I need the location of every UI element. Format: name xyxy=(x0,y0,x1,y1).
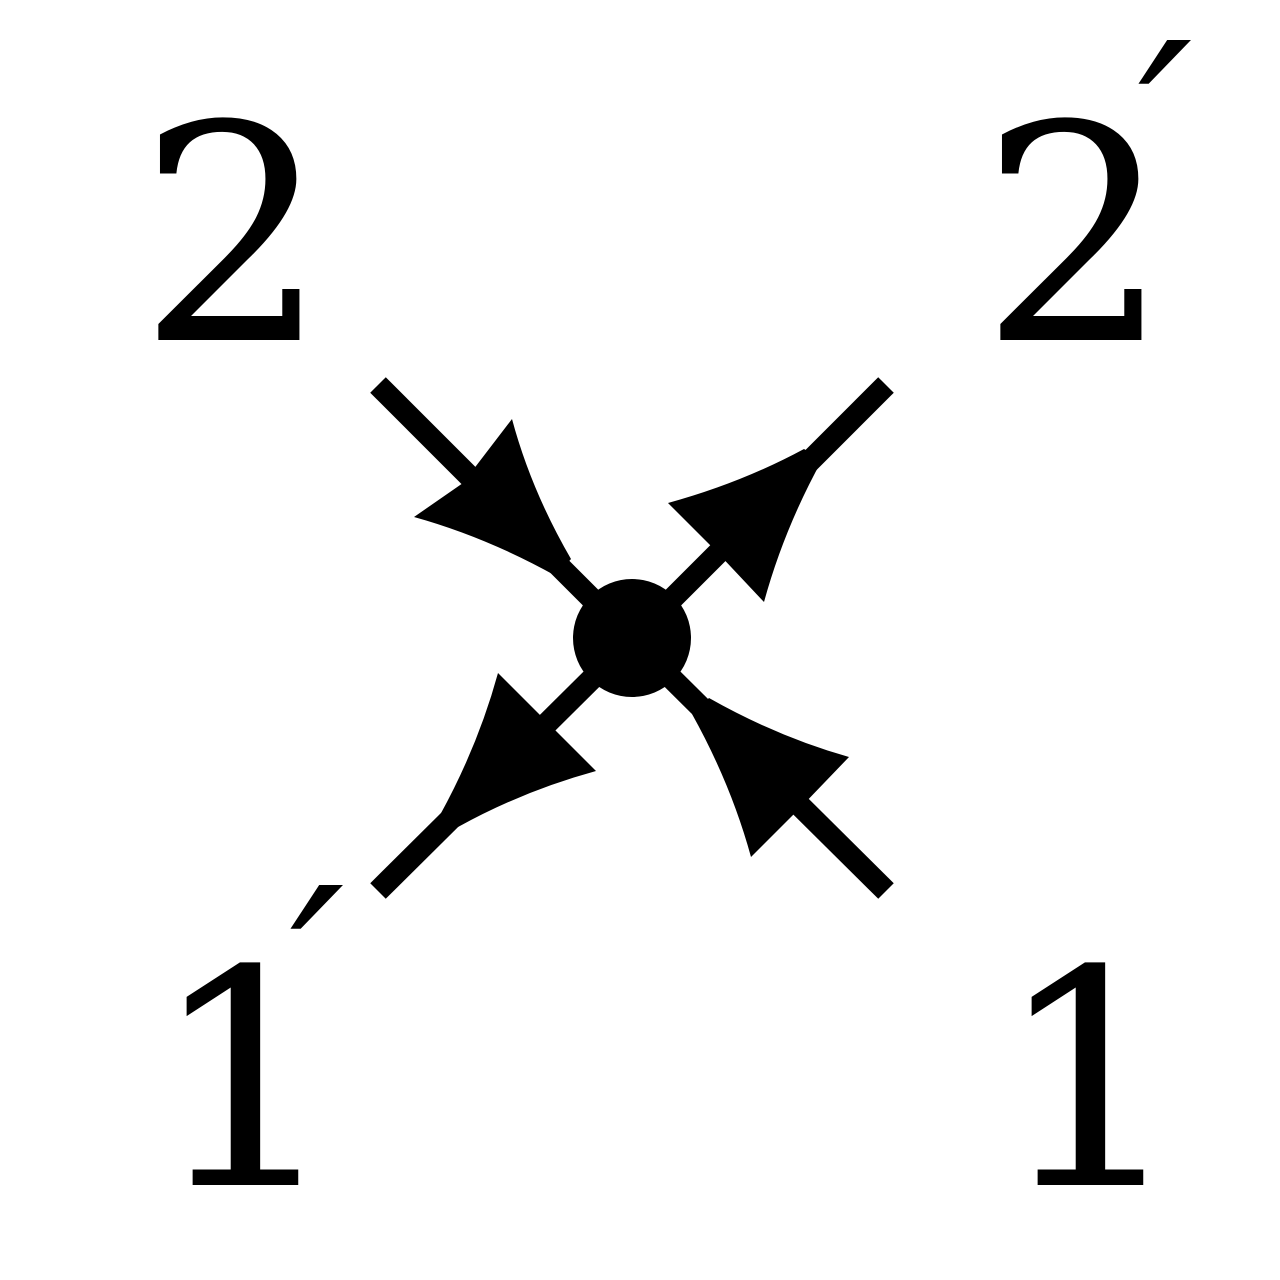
vertex-dot xyxy=(573,579,691,697)
leg-1 xyxy=(624,631,894,899)
label-1: 1 xyxy=(995,907,1186,1256)
leg-2 xyxy=(370,377,640,647)
leg-1-prime-arrowhead xyxy=(440,673,596,827)
label-1-prime: 1 xyxy=(150,907,341,1256)
leg-1-arrowhead xyxy=(692,698,849,857)
prime-mark-1: ′ xyxy=(290,837,345,1117)
label-2: 2 xyxy=(138,62,329,411)
leg-2-arrowhead xyxy=(414,419,571,576)
label-2-prime: 2 xyxy=(980,62,1171,411)
leg-1-prime xyxy=(370,631,640,899)
prime-mark-2: ′ xyxy=(1138,0,1193,272)
leg-2-prime xyxy=(624,377,894,647)
leg-2-prime-arrowhead xyxy=(668,449,822,602)
